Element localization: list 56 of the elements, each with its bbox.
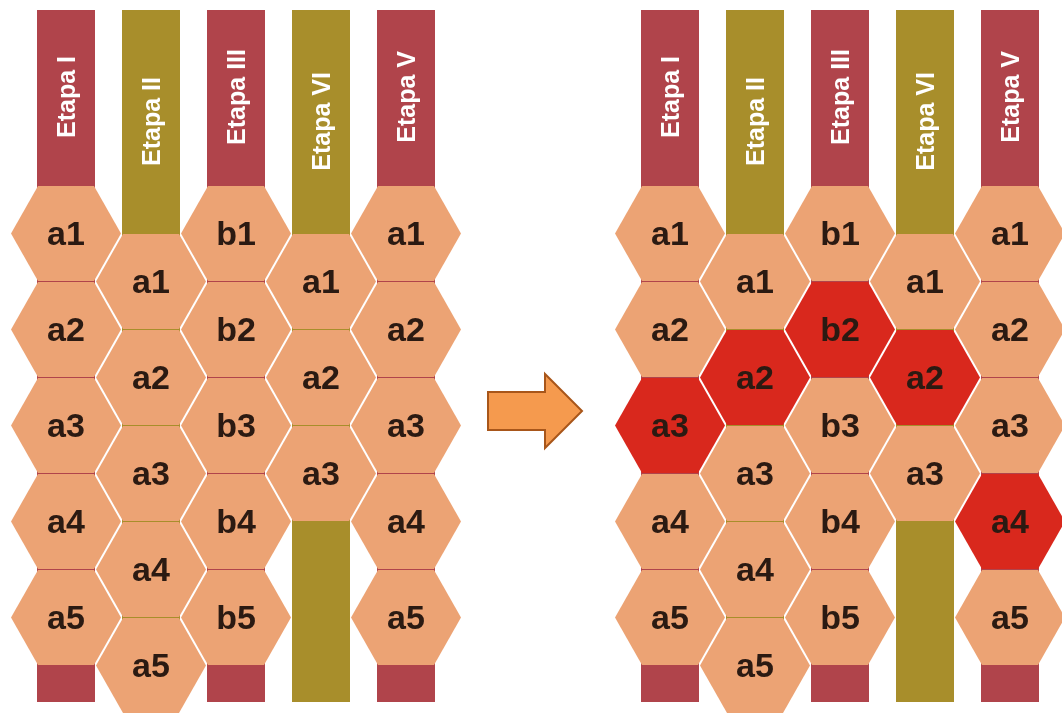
cell-label: a4 bbox=[387, 501, 425, 541]
cell-label: a5 bbox=[736, 645, 774, 685]
cell-label: a3 bbox=[651, 405, 689, 445]
cell-label: a4 bbox=[991, 501, 1029, 541]
stage-label: Etapa V bbox=[995, 51, 1025, 144]
cell-label: a3 bbox=[736, 453, 774, 493]
cell-label: a1 bbox=[302, 261, 340, 301]
cell-label: a3 bbox=[132, 453, 170, 493]
cell-label: a2 bbox=[651, 309, 689, 349]
cell-label: a3 bbox=[387, 405, 425, 445]
cell-label: a4 bbox=[47, 501, 85, 541]
stage-label: Etapa I bbox=[655, 56, 685, 139]
cell-label: b5 bbox=[216, 597, 256, 637]
cell-label: a3 bbox=[906, 453, 944, 493]
cell-label: a2 bbox=[132, 357, 170, 397]
stage-label: Etapa III bbox=[221, 49, 251, 146]
stage-label: Etapa VI bbox=[910, 71, 940, 171]
cell-label: a5 bbox=[991, 597, 1029, 637]
stage-label: Etapa V bbox=[391, 51, 421, 144]
cell-label: a3 bbox=[302, 453, 340, 493]
cell-label: b1 bbox=[820, 213, 860, 253]
cell-label: a2 bbox=[302, 357, 340, 397]
cell-label: a4 bbox=[132, 549, 170, 589]
cell-label: a4 bbox=[736, 549, 774, 589]
cell-label: a2 bbox=[736, 357, 774, 397]
cell-label: a5 bbox=[387, 597, 425, 637]
cell-label: a5 bbox=[132, 645, 170, 685]
cell-label: a3 bbox=[47, 405, 85, 445]
stage-label: Etapa II bbox=[136, 76, 166, 166]
cell-label: a1 bbox=[132, 261, 170, 301]
cell-label: a4 bbox=[651, 501, 689, 541]
cell-label: b1 bbox=[216, 213, 256, 253]
cell-label: a2 bbox=[387, 309, 425, 349]
cell-label: a1 bbox=[991, 213, 1029, 253]
cell-label: a2 bbox=[906, 357, 944, 397]
cell-label: a5 bbox=[651, 597, 689, 637]
cell-label: b2 bbox=[216, 309, 256, 349]
cell-label: b2 bbox=[820, 309, 860, 349]
stage-label: Etapa III bbox=[825, 49, 855, 146]
cell-label: a5 bbox=[47, 597, 85, 637]
cell-label: a2 bbox=[47, 309, 85, 349]
cell-label: a1 bbox=[906, 261, 944, 301]
cell-label: a1 bbox=[736, 261, 774, 301]
cell-label: b3 bbox=[216, 405, 256, 445]
stage-label: Etapa VI bbox=[306, 71, 336, 171]
cell-label: a2 bbox=[991, 309, 1029, 349]
cell-label: a1 bbox=[47, 213, 85, 253]
cell-label: a3 bbox=[991, 405, 1029, 445]
cell-label: b4 bbox=[820, 501, 860, 541]
cell-label: b3 bbox=[820, 405, 860, 445]
cell-label: b4 bbox=[216, 501, 256, 541]
cell-label: b5 bbox=[820, 597, 860, 637]
stage-label: Etapa I bbox=[51, 56, 81, 139]
cell-label: a1 bbox=[387, 213, 425, 253]
stage-label: Etapa II bbox=[740, 76, 770, 166]
cell-label: a1 bbox=[651, 213, 689, 253]
